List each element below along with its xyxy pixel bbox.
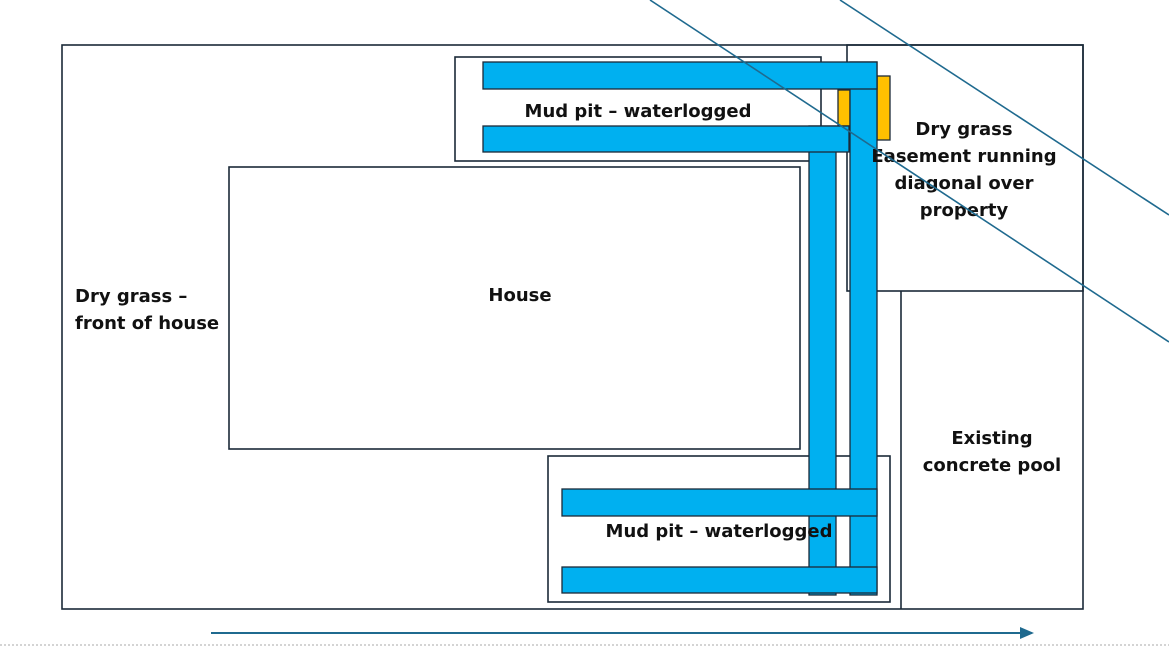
- pipe-top-1: [482, 61, 878, 90]
- pipe-top-2: [482, 125, 850, 153]
- marker-right: [876, 75, 891, 141]
- easement-line-upper: [839, 0, 1169, 216]
- pool-label-1: Existing: [951, 428, 1032, 449]
- front-grass-label-1: Dry grass –: [75, 286, 187, 307]
- easement-line-lower: [649, 0, 1169, 343]
- marker-left: [837, 89, 851, 127]
- easement-label-1: Dry grass: [915, 119, 1012, 140]
- easement-label-2: Easement running: [871, 146, 1056, 167]
- easement-label-3: diagonal over: [894, 173, 1033, 194]
- easement-label-4: property: [920, 200, 1009, 221]
- front-grass-label-2: front of house: [75, 313, 219, 334]
- property-boundary: [61, 44, 1084, 610]
- house-label: House: [488, 285, 551, 306]
- mud-pit-bottom-area: [547, 455, 891, 603]
- mud-pit-bottom-label: Mud pit – waterlogged: [606, 521, 833, 542]
- house-outline: [228, 166, 801, 450]
- mud-pit-top-label: Mud pit – waterlogged: [525, 101, 752, 122]
- pipe-bottom-1: [561, 488, 878, 517]
- pool-label-2: concrete pool: [923, 455, 1061, 476]
- dry-grass-easement-area: [846, 44, 1084, 292]
- mud-pit-top-area: [454, 56, 822, 162]
- pipe-bottom-2: [561, 566, 878, 594]
